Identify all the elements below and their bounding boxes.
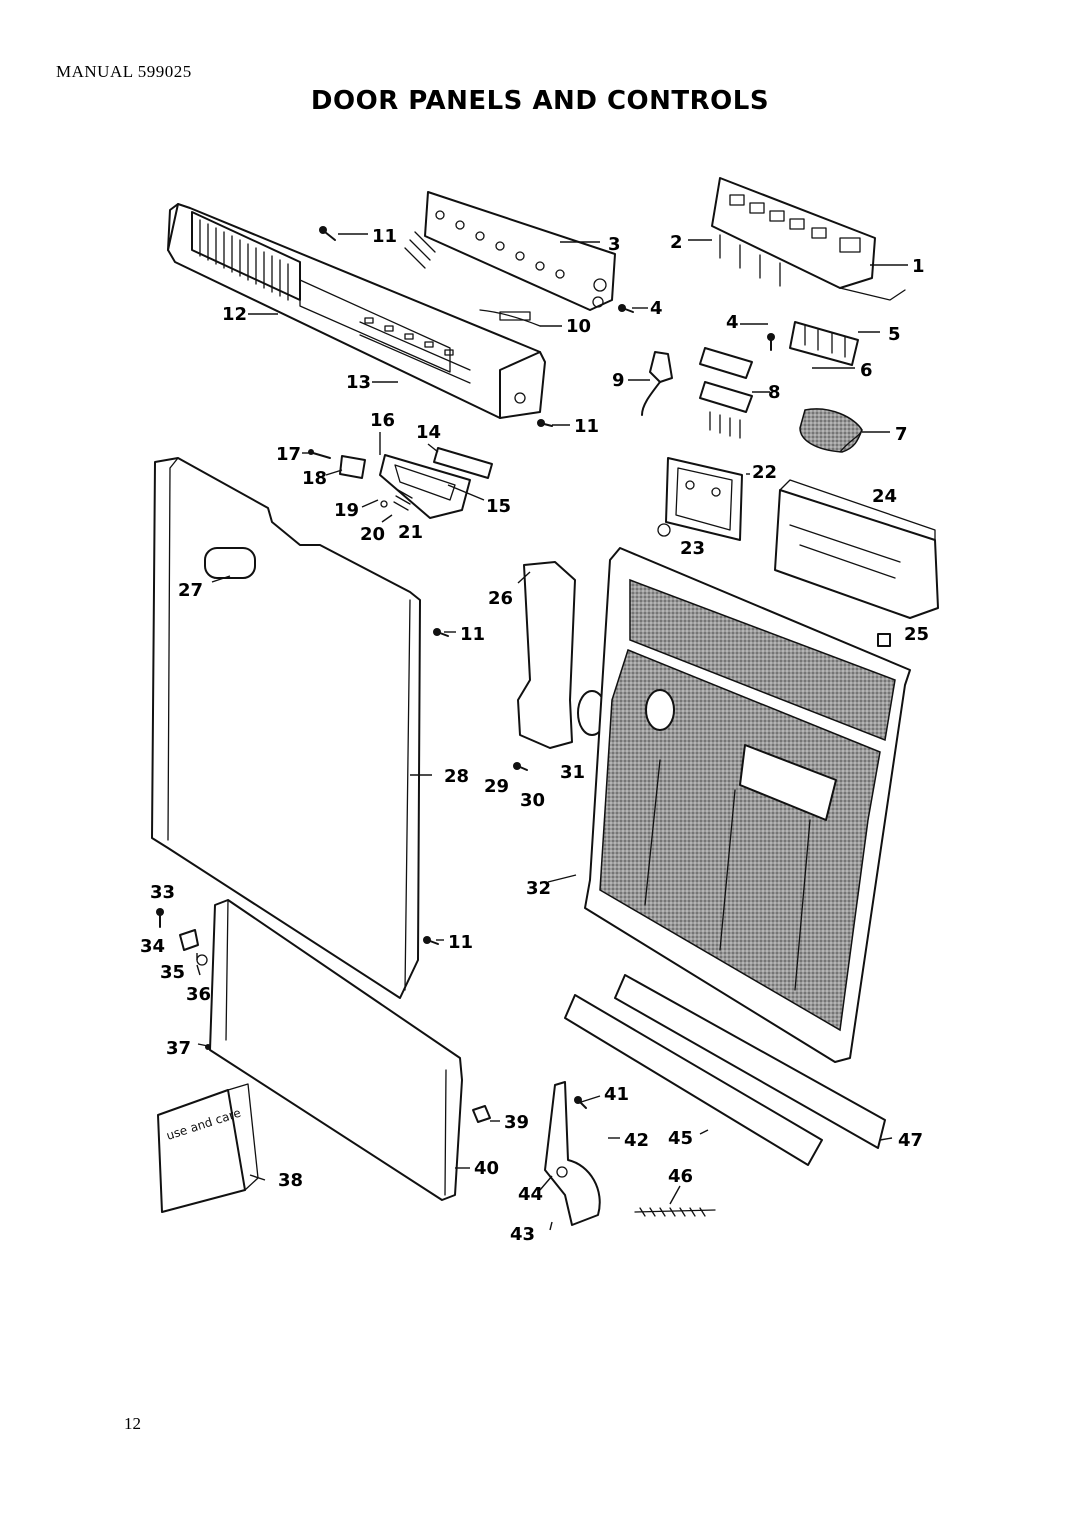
- callout-18: 18: [302, 468, 327, 489]
- callout-27: 27: [178, 580, 203, 601]
- part-28-outer-door-panel: [151, 457, 421, 999]
- callout-4-upper: 4: [650, 298, 663, 319]
- callout-1: 1: [912, 256, 925, 277]
- callout-42: 42: [624, 1130, 649, 1151]
- callout-28: 28: [444, 766, 469, 787]
- callout-12: 12: [222, 304, 247, 325]
- part-24-detergent-dispenser: [774, 479, 939, 619]
- callout-36: 36: [186, 984, 211, 1005]
- part-26-vent-duct: [517, 561, 576, 749]
- manual-number: MANUAL 599025: [56, 62, 192, 81]
- callout-11-d: 11: [448, 932, 473, 953]
- callout-5: 5: [888, 324, 901, 345]
- callout-19: 19: [334, 500, 359, 521]
- callout-14: 14: [416, 422, 441, 443]
- callout-22: 22: [752, 462, 777, 483]
- callout-21: 21: [398, 522, 423, 543]
- part-9-cable-clamp: [641, 351, 673, 416]
- callout-34: 34: [140, 936, 165, 957]
- callout-2: 2: [670, 232, 683, 253]
- callout-16: 16: [370, 410, 395, 431]
- part-27-handle-recess: [204, 547, 256, 579]
- callout-29: 29: [484, 776, 509, 797]
- part-16-door-latch: [379, 454, 471, 519]
- callout-41: 41: [604, 1084, 629, 1105]
- callout-leader-lines: [196, 233, 908, 1231]
- callout-40: 40: [474, 1158, 499, 1179]
- callout-17: 17: [276, 444, 301, 465]
- part-8-wiring-connector: [699, 347, 753, 439]
- callout-37: 37: [166, 1038, 191, 1059]
- callout-24: 24: [872, 486, 897, 507]
- callout-20: 20: [360, 524, 385, 545]
- callout-15: 15: [486, 496, 511, 517]
- callout-numbers: 1 2 3 4 4 5 6 7 8 9 10 11 11 11 11 12 13…: [140, 226, 929, 1245]
- callout-7: 7: [895, 424, 908, 445]
- callout-35: 35: [160, 962, 185, 983]
- callout-11-a: 11: [372, 226, 397, 247]
- callout-32: 32: [526, 878, 551, 899]
- page-title: DOOR PANELS AND CONTROLS: [310, 86, 770, 116]
- page-number: 12: [124, 1414, 141, 1433]
- callout-46: 46: [668, 1166, 693, 1187]
- part-21-spring: [380, 489, 413, 511]
- callout-25: 25: [904, 624, 929, 645]
- part-25-clip: [877, 633, 891, 647]
- callout-10: 10: [566, 316, 591, 337]
- callout-11-c: 11: [460, 624, 485, 645]
- callout-11-b: 11: [574, 416, 599, 437]
- callout-23: 23: [680, 538, 705, 559]
- part-5-terminal-block: [789, 321, 859, 366]
- part-10-wire-lead: [479, 309, 541, 327]
- part-12-control-panel-housing: [167, 203, 546, 419]
- part-39-foot: [472, 1105, 491, 1123]
- part-34-35-hardware: [179, 929, 208, 966]
- part-32-inner-door-liner: [584, 547, 911, 1063]
- callout-31: 31: [560, 762, 585, 783]
- part-7-insulation: [799, 408, 863, 453]
- callout-13: 13: [346, 372, 371, 393]
- part-18-latch-switch: [339, 455, 366, 479]
- callout-47: 47: [898, 1130, 923, 1151]
- callout-8: 8: [768, 382, 781, 403]
- part-46-hinge-spring: [634, 1207, 716, 1217]
- callout-4-lower: 4: [726, 312, 739, 333]
- part-22-dispenser-frame: [665, 457, 743, 541]
- part-40-lower-panel: [209, 899, 463, 1201]
- part-38-use-and-care-booklet: use and care: [157, 1083, 259, 1213]
- part-3-switch-bracket: [404, 191, 616, 311]
- part-23-o-ring: [657, 523, 671, 537]
- callout-43: 43: [510, 1224, 535, 1245]
- callout-45: 45: [668, 1128, 693, 1149]
- part-47-trim-strip: [614, 974, 886, 1149]
- part-1-control-board: [711, 177, 906, 301]
- part-42-door-hinge: [544, 1081, 601, 1226]
- callout-44: 44: [518, 1184, 543, 1205]
- part-45-lower-rail: [564, 994, 823, 1166]
- callout-33: 33: [150, 882, 175, 903]
- callout-30: 30: [520, 790, 545, 811]
- callout-26: 26: [488, 588, 513, 609]
- callout-39: 39: [504, 1112, 529, 1133]
- callout-9: 9: [612, 370, 625, 391]
- callout-6: 6: [860, 360, 873, 381]
- part-14-latch-bracket: [433, 447, 493, 479]
- callout-38: 38: [278, 1170, 303, 1191]
- callout-3: 3: [608, 234, 621, 255]
